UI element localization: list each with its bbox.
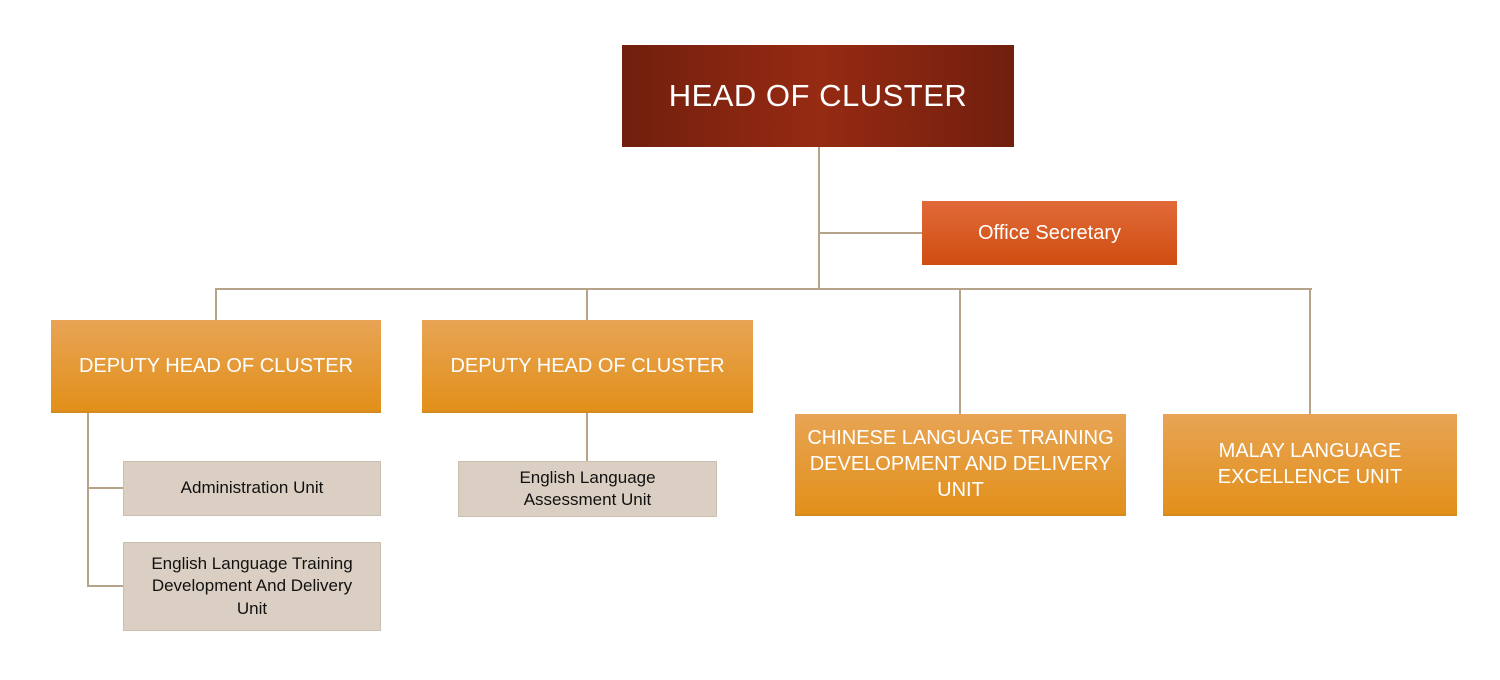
english-assessment-unit-label: English Language Assessment Unit [519,467,656,509]
deputy-head-label-2: DEPUTY HEAD OF CLUSTER [450,354,725,377]
head-of-cluster-label: HEAD OF CLUSTER [668,77,968,113]
deputy-head-label-1: DEPUTY HEAD OF CLUSTER [78,354,354,377]
malay-language-unit-box: MALAY LANGUAGE EXCELLENCE UNIT [1163,414,1457,516]
connector-admin-unit [87,487,123,489]
connector-secretary [818,232,922,234]
connector-deputy-2 [586,288,588,320]
english-assessment-unit-box: English Language Assessment Unit [458,461,717,517]
head-of-cluster-box: HEAD OF CLUSTER [622,45,1014,147]
english-training-unit-label: English Language Training Development An… [151,554,353,618]
connector-eltdd-unit [87,585,123,587]
administration-unit-label: Administration Unit [180,478,324,498]
administration-unit-box: Administration Unit [123,461,381,516]
chinese-language-unit-label: CHINESE LANGUAGE TRAINING DEVELOPMENT AN… [807,427,1114,501]
deputy-head-box-2: DEPUTY HEAD OF CLUSTER [422,320,753,413]
connector-horizontal-bus [215,288,1312,290]
english-training-unit-box: English Language Training Development An… [123,542,381,631]
connector-chinese-unit [959,288,961,414]
connector-malay-unit [1309,288,1311,414]
connector-deputy-1 [215,288,217,320]
office-secretary-box: Office Secretary [922,201,1177,265]
chinese-language-unit-box: CHINESE LANGUAGE TRAINING DEVELOPMENT AN… [795,414,1126,516]
connector-deputy-1-trunk [87,412,89,587]
connector-assessment-unit [586,412,588,461]
deputy-head-box-1: DEPUTY HEAD OF CLUSTER [51,320,381,413]
office-secretary-label: Office Secretary [977,222,1122,244]
malay-language-unit-label: MALAY LANGUAGE EXCELLENCE UNIT [1217,440,1403,488]
connector-head-trunk [818,147,820,290]
